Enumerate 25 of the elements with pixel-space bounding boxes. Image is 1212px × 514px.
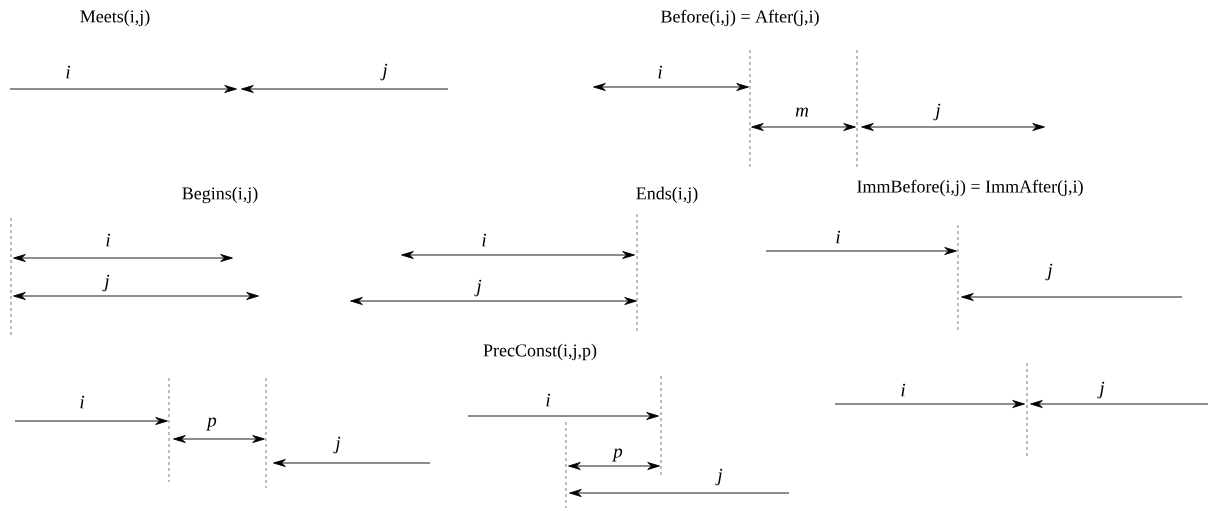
interval-label: i [546,393,551,407]
interval-label: i [901,383,906,397]
interval-label: j [380,63,388,81]
interval-label: i [80,395,85,409]
relation-title: Before(i,j) = After(j,i) [661,9,819,27]
interval-label: j [474,279,482,297]
interval-label: i [658,65,663,79]
interval-label: p [206,417,217,431]
relation-title: Meets(i,j) [80,9,150,27]
interval-label: i [66,65,71,79]
relation-title: Begins(i,j) [182,186,258,204]
interval-label: p [612,448,623,462]
interval-label: i [106,233,111,247]
interval-label: i [836,230,841,244]
interval-label: j [102,274,110,292]
interval-label: j [715,468,723,486]
relation-title: ImmBefore(i,j) = ImmAfter(j,i) [857,179,1083,197]
relation-title: Ends(i,j) [636,186,698,204]
interval-label: j [933,103,941,121]
relation-title: PrecConst(i,j,p) [483,343,597,361]
interval-label: j [1097,381,1105,399]
interval-label: m [795,107,809,117]
interval-label: i [482,233,487,247]
interval-label: j [1045,263,1053,281]
interval-label: j [333,436,341,454]
